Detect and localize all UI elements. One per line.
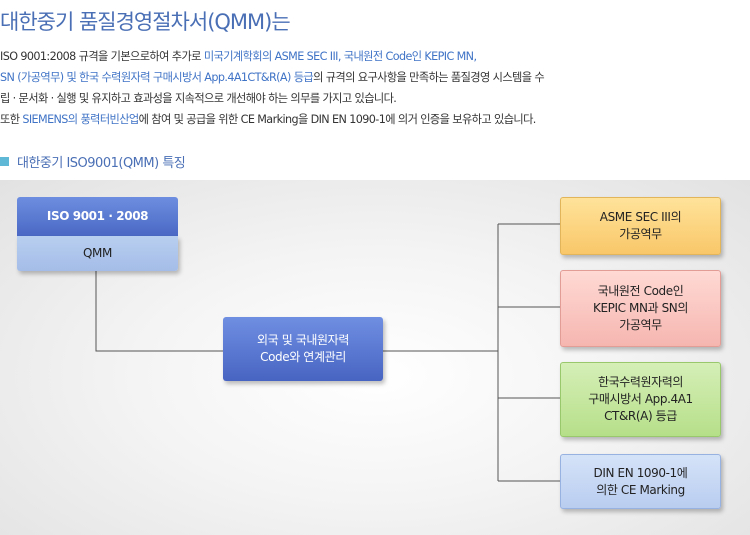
node-line: 한국수력원자력의	[597, 375, 684, 389]
node-line: KEPIC MN과 SN의	[592, 301, 689, 315]
intro-text: 의 규격의 요구사항을 만족하는 품질경영 시스템을 수	[313, 71, 545, 84]
connector-iso-center	[95, 271, 223, 352]
intro-line-2: SN (가공역무) 및 한국 수력원자력 구매시방서 App.4A1CT&R(A…	[0, 67, 745, 88]
qmm-label: QMM	[83, 246, 112, 260]
intro-highlight: SIEMENS의 풍력터빈산업	[22, 113, 139, 126]
node-line: 구매시방서 App.4A1	[588, 392, 693, 406]
intro-highlight: SN (가공역무) 및 한국 수력원자력 구매시방서 App.4A1CT&R(A…	[0, 71, 314, 84]
center-line: Code와 연계관리	[260, 350, 346, 364]
intro-text: ISO 9001:2008 규격을 기본으로하여 추가로	[0, 50, 204, 63]
node-line: DIN EN 1090-1에	[593, 465, 688, 480]
section-title: 대한중기 ISO9001(QMM) 특징	[17, 156, 186, 171]
center-node: 외국 및 국내원자력 Code와 연계관리	[223, 317, 383, 381]
node-line: ASME SEC III의	[599, 210, 682, 224]
node-line: 가공역무	[619, 227, 662, 241]
node-line: CT&R(A) 등급	[604, 409, 677, 423]
intro-text: 에 참여 및 공급을 위한 CE Marking을 DIN EN 1090-1에…	[138, 113, 537, 126]
section-heading: 대한중기 ISO9001(QMM) 특징	[0, 152, 186, 171]
intro-line-1: ISO 9001:2008 규격을 기본으로하여 추가로 미국기계학회의 ASM…	[0, 46, 745, 67]
iso-standard-box: ISO 9001 · 2008	[17, 197, 178, 236]
ce-marking-node: DIN EN 1090-1에 의한 CE Marking	[560, 454, 721, 509]
page-title: 대한중기 품질경영절차서(QMM)는	[0, 10, 291, 34]
node-line: 국내원전 Code인	[597, 284, 684, 298]
asme-node: ASME SEC III의 가공역무	[560, 197, 721, 255]
kepic-node: 국내원전 Code인 KEPIC MN과 SN의 가공역무	[560, 270, 721, 347]
square-bullet-icon	[0, 157, 9, 166]
intro-line-4: 또한 SIEMENS의 풍력터빈산업에 참여 및 공급을 위한 CE Marki…	[0, 109, 745, 130]
intro-text: 립 · 문서화 · 실행 및 유지하고 효과성을 지속적으로 개선해야 하는 의…	[0, 92, 397, 105]
intro-line-3: 립 · 문서화 · 실행 및 유지하고 효과성을 지속적으로 개선해야 하는 의…	[0, 88, 745, 109]
node-line: 가공역무	[619, 318, 662, 332]
intro-paragraph: ISO 9001:2008 규격을 기본으로하여 추가로 미국기계학회의 ASM…	[0, 46, 745, 130]
qmm-box: QMM	[17, 236, 178, 271]
intro-text: 또한	[0, 113, 23, 126]
node-line: 의한 CE Marking	[596, 482, 685, 497]
iso-label: ISO 9001 · 2008	[46, 209, 149, 223]
center-line: 외국 및 국내원자력	[257, 333, 349, 347]
khnp-node: 한국수력원자력의 구매시방서 App.4A1 CT&R(A) 등급	[560, 362, 721, 437]
intro-highlight: 미국기계학회의 ASME SEC III, 국내원전 Code인 KEPIC M…	[203, 50, 477, 63]
